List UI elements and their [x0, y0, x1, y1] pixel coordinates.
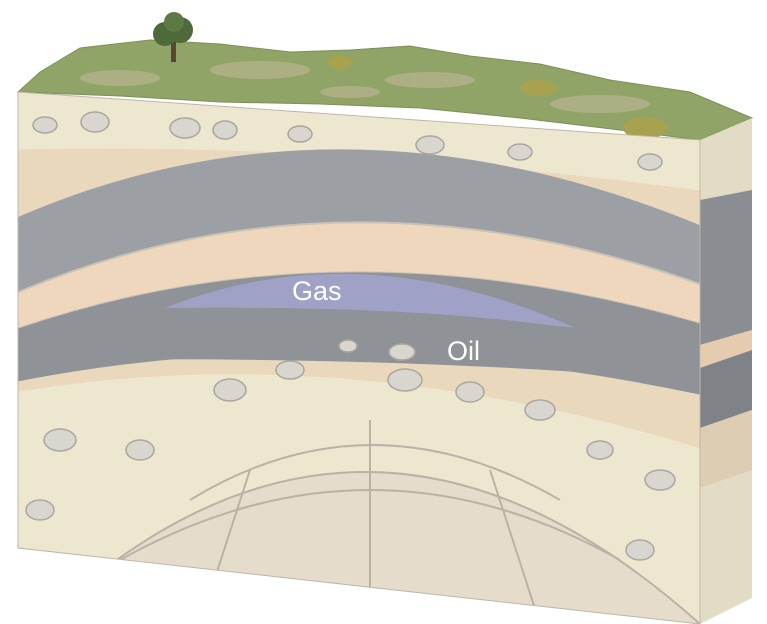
cobbles — [25, 111, 676, 561]
oil-label: Oil — [447, 336, 480, 366]
tree-icon — [153, 12, 193, 62]
gas-label: Gas — [292, 276, 342, 306]
gas-reservoir — [165, 273, 580, 330]
shrubs — [328, 55, 667, 139]
side-cross-section — [700, 118, 752, 624]
grass-texture — [80, 61, 650, 113]
